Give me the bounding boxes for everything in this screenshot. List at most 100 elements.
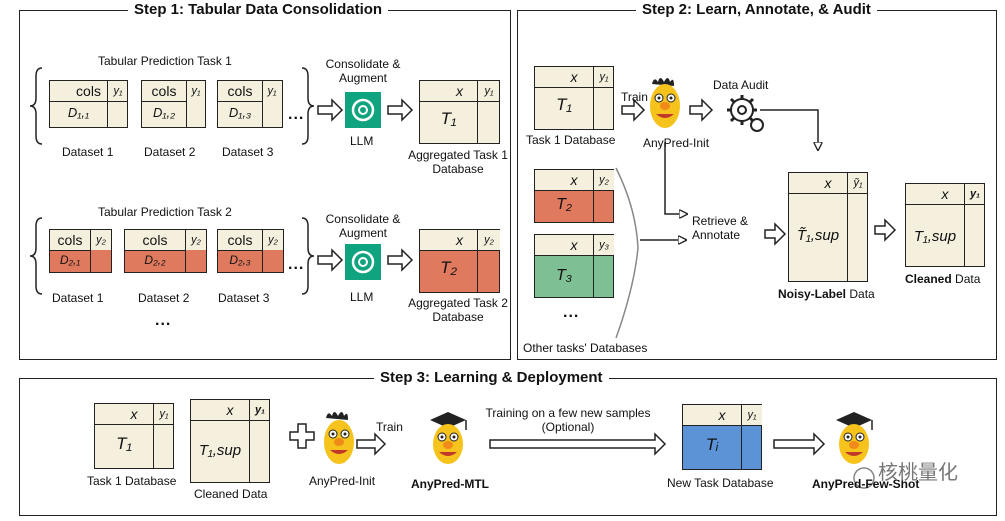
train-label: Train — [376, 420, 403, 434]
dataset-table: cols y₁ D₁,₃ — [217, 80, 283, 128]
y-label: y₁ — [742, 405, 762, 425]
cols-label: cols — [151, 83, 177, 99]
dataset-table: cols y₂ D₂,₁ — [49, 229, 112, 273]
table-name: T₁,sup — [198, 442, 242, 459]
cols-label: cols — [57, 232, 83, 248]
dataset-table: cols y₁ D₁,₁ — [49, 80, 128, 128]
graduate-mascot — [430, 412, 467, 464]
y-label: y₁ — [267, 85, 277, 97]
cleaned-table: x y₁ T₁,sup — [905, 183, 985, 267]
task1-database-table: x y₁ T₁ — [534, 66, 614, 130]
consolidate-label: Consolidate & Augment — [325, 212, 401, 240]
task1-database-caption: Task 1 Database — [526, 133, 616, 147]
x-label: x — [570, 172, 578, 188]
table-name: T̃₁,sup — [796, 227, 840, 244]
anypred-fewshot-label: AnyPred-Few-Shot — [812, 477, 920, 491]
dataset-table: cols y₂ D₂,₃ — [217, 229, 284, 273]
table-name: T₁ — [440, 109, 457, 128]
step2-title: Step 2: Learn, Annotate, & Audit — [636, 2, 877, 18]
arrow-icon — [317, 98, 897, 456]
x-label: x — [130, 406, 138, 422]
retrieve-annotate-label: Retrieve & Annotate — [692, 214, 749, 242]
aggregated-caption: Aggregated Task 1 Database — [408, 148, 508, 176]
x-label: x — [718, 407, 726, 423]
y-label: y₂ — [186, 230, 206, 250]
cols-label: cols — [76, 83, 101, 99]
cols-label: cols — [142, 232, 168, 248]
dataset-label: D₁,₂ — [152, 105, 176, 120]
dataset-caption: Dataset 2 — [138, 291, 190, 305]
y-label: y₁ — [484, 85, 494, 97]
step1-title: Step 1: Tabular Data Consolidation — [128, 2, 389, 18]
aggregated-table: x y₁ T₁ — [419, 80, 500, 144]
y-label: y₁ — [255, 404, 265, 416]
data-audit-label: Data Audit — [713, 78, 769, 92]
llm-icon — [345, 92, 381, 128]
cleaned-caption: Cleaned Data — [194, 487, 268, 501]
watermark: 核桃量化 — [878, 462, 958, 484]
dataset-caption: Dataset 3 — [222, 145, 274, 159]
aggregated-table: x y₂ T₂ — [419, 229, 500, 293]
anypred-mascot — [650, 78, 680, 128]
x-label: x — [456, 232, 463, 248]
dataset-label: D₁,₃ — [228, 105, 252, 120]
anypred-mtl-label: AnyPred-MTL — [411, 477, 489, 491]
plus-icon — [289, 423, 315, 449]
task1-database-table: x y₁ T₁ — [94, 403, 174, 469]
y-label: y₁ — [191, 85, 201, 97]
dataset-label: D₂,₁ — [59, 253, 81, 267]
task2-database-table: x y₂ T₂ — [534, 169, 614, 223]
y-label: y₁ — [599, 71, 609, 83]
llm-label: LLM — [350, 290, 374, 304]
dataset-label: D₂,₂ — [144, 253, 166, 267]
y-label: y₁ — [113, 85, 123, 97]
anypred-mascot — [324, 412, 354, 464]
table-name: T₃ — [555, 267, 573, 284]
watermark-logo — [853, 467, 875, 489]
dataset-table: cols y₁ D₁,₂ — [141, 80, 206, 128]
cleaned-table: x y₁ T₁,sup — [190, 399, 270, 483]
cleaned-caption: Cleaned Data — [905, 272, 981, 286]
anypred-init-label: AnyPred-Init — [643, 136, 710, 150]
x-label: x — [824, 175, 832, 191]
x-label: x — [941, 186, 949, 202]
table-name: T₁ — [556, 95, 572, 114]
y-label: y₂ — [594, 170, 614, 190]
task2-title: Tabular Prediction Task 2 — [98, 205, 232, 219]
dataset-label: D₂,₃ — [229, 253, 251, 267]
llm-icon — [345, 244, 381, 280]
ellipsis: ... — [288, 256, 305, 273]
noisy-label-caption: Noisy-Label Data — [778, 287, 875, 301]
y-label: y₂ — [478, 230, 500, 250]
table-name: Tᵢ — [705, 435, 719, 454]
dataset-caption: Dataset 1 — [62, 145, 114, 159]
noisy-label-table: x ỹ₁ T̃₁,sup — [788, 172, 868, 282]
y-label: y₁ — [159, 408, 169, 420]
cols-label: cols — [227, 232, 253, 248]
y-label: y₃ — [594, 235, 614, 255]
aggregated-caption: Aggregated Task 2 Database — [408, 296, 508, 324]
train-label: Train — [621, 90, 648, 104]
gear-icon — [727, 95, 764, 132]
table-name: T₂ — [556, 196, 572, 213]
x-label: x — [570, 69, 578, 85]
table-name: T₁ — [116, 434, 132, 453]
brace-icon — [301, 67, 315, 145]
llm-label: LLM — [350, 134, 374, 148]
dataset-caption: Dataset 3 — [218, 291, 270, 305]
table-name: T₂ — [440, 258, 457, 277]
brace-icon — [29, 217, 43, 295]
y-label: ỹ₁ — [853, 177, 863, 189]
dataset-label: D₁,₁ — [67, 105, 90, 120]
consolidate-label: Consolidate & Augment — [325, 57, 401, 85]
y-label: y₂ — [263, 230, 283, 250]
graduate-mascot — [836, 412, 873, 464]
step3-title: Step 3: Learning & Deployment — [374, 370, 609, 386]
task1-database-caption: Task 1 Database — [87, 474, 177, 488]
dataset-table: cols y₂ D₂,₂ — [124, 229, 207, 273]
task1-title: Tabular Prediction Task 1 — [98, 54, 232, 68]
other-tasks-caption: Other tasks' Databases — [523, 341, 648, 355]
cols-label: cols — [227, 83, 253, 99]
new-task-caption: New Task Database — [667, 476, 774, 490]
